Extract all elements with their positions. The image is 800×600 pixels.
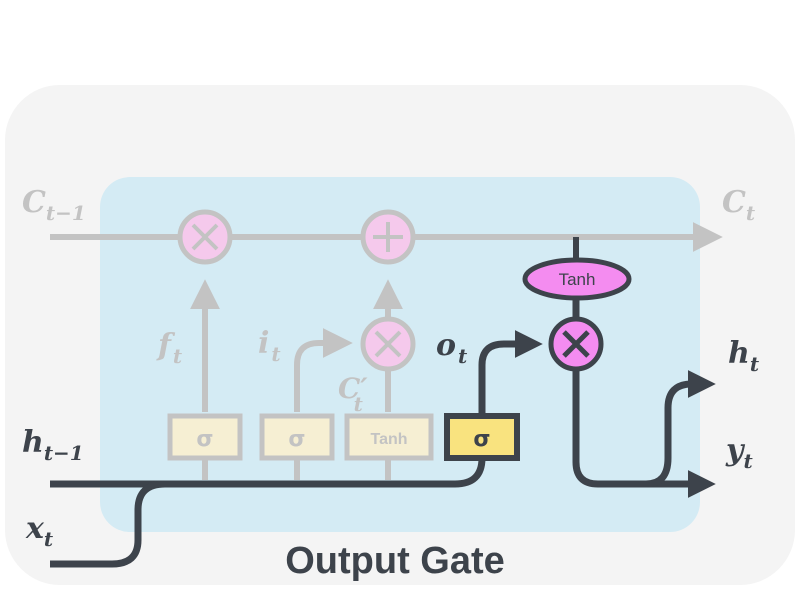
forget-gate-symbol: σ: [196, 427, 213, 452]
x-label: xt: [25, 511, 54, 551]
cell-tanh-label: Tanh: [559, 270, 596, 289]
output-path: [572, 370, 716, 498]
h-prev-label: ht−1: [22, 425, 84, 465]
candidate-gate-label: Tanh: [370, 431, 407, 448]
forget-multiply-op: [177, 209, 233, 265]
h-prev-line: [50, 457, 486, 488]
h-out-branch: [645, 370, 716, 488]
output-gate-box: σ: [444, 413, 520, 461]
output-gate-symbol: σ: [473, 427, 490, 452]
cell-add-op: [360, 209, 416, 265]
c-candidate-label: C′t: [338, 372, 368, 416]
input-multiply-op: [360, 316, 416, 372]
input-gate-symbol: σ: [288, 427, 305, 452]
forget-gate-box: σ: [167, 413, 243, 461]
input-gate-box: σ: [259, 413, 335, 461]
candidate-gate-box: Tanh: [344, 413, 434, 461]
c-next-label: Ct: [722, 185, 756, 225]
y-out-label: yt: [725, 433, 753, 473]
c-prev-label: Ct−1: [22, 185, 86, 225]
cell-tanh-node: Tanh: [522, 257, 632, 301]
active-paths: [50, 298, 716, 568]
x-line: [50, 480, 166, 568]
output-multiply-op: [548, 316, 604, 372]
h-out-label: ht: [728, 336, 760, 376]
diagram-title: Output Gate: [285, 540, 505, 582]
output-gate-path: [478, 330, 543, 416]
